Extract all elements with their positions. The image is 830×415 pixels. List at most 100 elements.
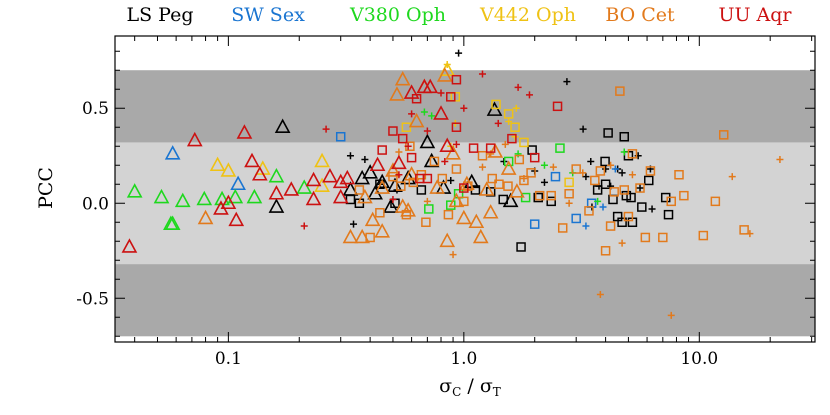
- point-s5-sq-13: [552, 101, 563, 112]
- point-s2-tri-9: [268, 167, 285, 183]
- point-s2-tri-3: [164, 215, 181, 230]
- point-s5-tri-3: [228, 211, 245, 227]
- point-s4-tri-8: [394, 71, 411, 86]
- point-s4-sq-33: [635, 183, 645, 193]
- point-s4-tri-23: [429, 179, 445, 194]
- point-s5-cross-12: [404, 142, 412, 150]
- point-s5-sq-2: [446, 92, 456, 102]
- legend-item-1: SW Sex: [231, 4, 305, 26]
- point-s5-cross-13: [494, 119, 502, 127]
- point-s4-cross-8: [596, 290, 604, 298]
- point-s5-sq-3: [459, 183, 469, 193]
- point-s4-sq-25: [571, 164, 581, 174]
- point-s5-cross-8: [408, 110, 416, 118]
- point-s4-sq-41: [710, 196, 721, 207]
- point-s5-sq-15: [468, 143, 479, 153]
- point-s4-tri-27: [439, 232, 456, 248]
- point-s0-tri-1: [342, 181, 359, 196]
- point-s5-cross-6: [460, 104, 468, 112]
- point-s4-cross-4: [501, 140, 509, 148]
- point-s0-cross-1: [346, 152, 354, 160]
- point-s5-cross-14: [441, 157, 449, 165]
- point-s5-cross-0: [300, 222, 308, 230]
- point-s2-sq-4: [555, 143, 565, 153]
- point-s5-sq-6: [451, 122, 462, 132]
- point-s4-cross-12: [667, 311, 675, 319]
- point-s4-tri-17: [468, 213, 485, 229]
- point-s5-sq-4: [388, 126, 398, 136]
- point-s4-sq-11: [437, 173, 448, 184]
- point-s5-sq-1: [451, 74, 462, 85]
- point-s2-cross-0: [420, 108, 428, 116]
- point-s4-sq-28: [600, 246, 611, 256]
- point-s4-sq-37: [666, 196, 676, 207]
- point-s4-tri-25: [374, 223, 391, 238]
- point-s5-tri-15: [403, 84, 420, 99]
- point-s4-sq-19: [503, 181, 513, 191]
- point-s0-tri-10: [423, 152, 440, 168]
- point-s5-cross-7: [437, 89, 445, 97]
- point-s0-sq-10: [533, 192, 543, 203]
- point-s5-cross-4: [514, 83, 522, 91]
- point-s1-cross-2: [599, 203, 607, 211]
- point-s5-tri-0: [121, 238, 138, 253]
- point-s1-tri-1: [230, 175, 246, 191]
- x-label-main: σ: [439, 375, 452, 397]
- point-s0-sq-17: [600, 179, 611, 189]
- point-s4-sq-0: [354, 185, 365, 195]
- point-s3-tri-2: [220, 162, 237, 177]
- point-s4-sq-39: [679, 190, 689, 201]
- point-s5-tri-9: [305, 190, 322, 206]
- point-s4-sq-35: [645, 166, 656, 176]
- point-s4-sq-18: [494, 179, 504, 189]
- point-s2-tri-8: [246, 188, 263, 204]
- point-s2-sq-2: [503, 156, 514, 167]
- point-s0-sq-11: [546, 196, 556, 207]
- point-s4-cross-7: [565, 199, 573, 207]
- point-s0-sq-18: [619, 131, 629, 142]
- point-s4-sq-16: [477, 150, 488, 161]
- point-s3-sq-6: [564, 177, 574, 188]
- point-s5-tri-22: [220, 194, 237, 210]
- point-s4-sq-9: [421, 217, 431, 228]
- point-s5-tri-20: [332, 188, 349, 204]
- point-s5-cross-1: [322, 125, 330, 133]
- point-s4-sq-27: [595, 166, 606, 176]
- point-s2-tri-4: [174, 192, 191, 208]
- point-s4-cross-10: [618, 239, 626, 247]
- point-s4-sq-20: [514, 154, 525, 165]
- point-s0-cross-10: [579, 125, 587, 133]
- point-s5-sq-8: [377, 145, 387, 155]
- point-s5-tri-1: [186, 131, 203, 147]
- band-2: [115, 70, 815, 143]
- point-s4-cross-5: [520, 175, 528, 183]
- point-s4-sq-38: [674, 169, 684, 180]
- point-s4-cross-11: [628, 171, 636, 179]
- point-s5-sq-12: [485, 143, 496, 153]
- point-s0-sq-4: [416, 185, 427, 195]
- point-s4-sq-10: [429, 156, 440, 167]
- point-s4-sq-2: [375, 208, 385, 218]
- point-s4-tri-4: [364, 211, 381, 227]
- point-s4-sq-17: [487, 173, 497, 184]
- point-s4-tri-22: [509, 183, 525, 198]
- y-axis-label: PCC: [35, 167, 57, 209]
- band-0: [115, 264, 815, 337]
- point-s0-sq-14: [603, 128, 613, 138]
- point-s4-cross-16: [449, 251, 457, 259]
- data-points: [121, 49, 784, 319]
- legend-item-0: LS Peg: [126, 4, 193, 26]
- point-s0-tri-9: [419, 133, 436, 149]
- y-tick-label-1: 0.0: [82, 194, 109, 214]
- point-s0-sq-8: [516, 242, 526, 252]
- legend-item-2: V380 Oph: [349, 4, 446, 26]
- point-s5-tri-13: [369, 156, 386, 172]
- point-s1-sq-1: [550, 171, 561, 182]
- background-bands: [115, 70, 815, 337]
- point-s4-sq-43: [739, 225, 749, 235]
- x-label-sep: / σ: [461, 375, 492, 397]
- legend-item-5: UU Aqr: [718, 4, 792, 26]
- point-s5-cross-3: [478, 70, 486, 78]
- legend-item-3: V442 Oph: [479, 4, 576, 26]
- point-s1-sq-4: [571, 213, 581, 224]
